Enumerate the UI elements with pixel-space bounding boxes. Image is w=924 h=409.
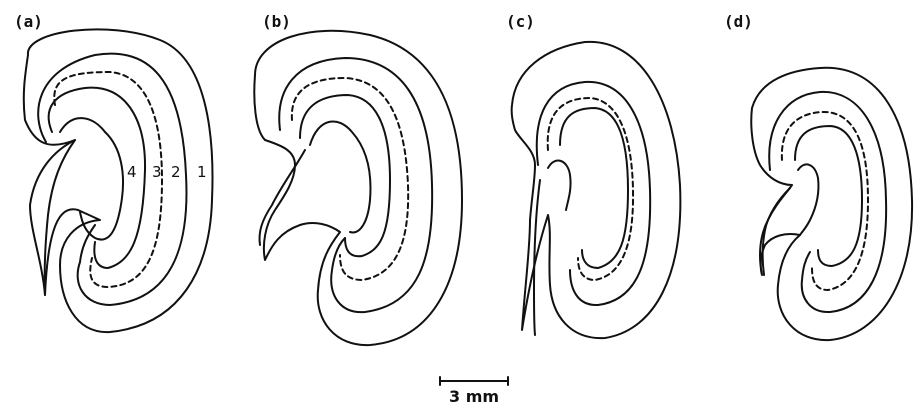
kidney-a-dashed-line xyxy=(54,72,162,287)
kidney-b-medulla-line xyxy=(300,95,390,256)
kidney-d-dashed-line xyxy=(782,112,868,290)
kidney-b-outer-outline xyxy=(254,31,462,345)
kidney-section-c xyxy=(512,42,681,338)
zone-label-3: 3 xyxy=(152,163,162,181)
kidney-c-pelvis-line xyxy=(548,161,571,210)
kidney-a-outer-outline xyxy=(24,29,213,332)
zone-label-2: 2 xyxy=(171,163,181,181)
zone-label-1: 1 xyxy=(197,163,207,181)
kidney-section-d xyxy=(751,68,912,340)
kidney-section-b xyxy=(254,31,462,345)
scale-bar: 3 mm xyxy=(440,377,508,406)
kidney-c-dashed-line xyxy=(548,98,633,280)
zone-label-4: 4 xyxy=(127,163,137,181)
kidney-d-ureter xyxy=(763,188,790,275)
kidney-d-medulla-line xyxy=(795,126,862,266)
kidney-b-pelvis-line xyxy=(310,121,370,232)
scale-bar-label: 3 mm xyxy=(449,387,499,406)
kidney-d-pelvis-line xyxy=(798,164,818,235)
kidney-section-a: 4 3 2 1 xyxy=(24,29,213,332)
kidney-c-outer-outline xyxy=(512,42,681,338)
